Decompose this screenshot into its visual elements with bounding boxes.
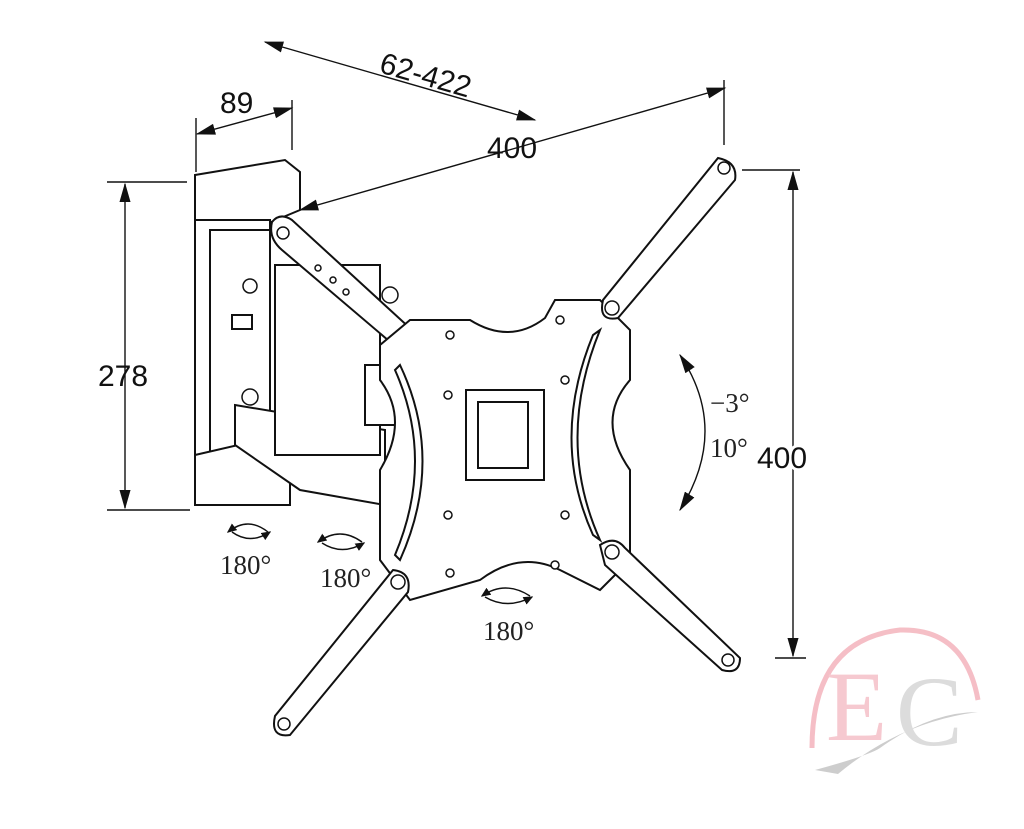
tv-plate [379,299,631,602]
vesa-arm-bottom-right [598,539,742,673]
swivel-plate-label: 180° [483,616,534,646]
tilt-indicator: −3° 10° [679,353,750,512]
extension-label: 62-422 [376,47,475,104]
dimension-depth: 89 [195,87,294,172]
swivel-wall-joint: 180° [220,523,271,580]
dimension-extension: 62-422 [263,41,537,121]
dimension-vesa-horizontal: 400 [298,80,727,211]
vesa-arm-top-right [601,156,737,320]
dimension-height: 278 [98,181,190,511]
logo-letter-e: E [826,651,887,762]
tilt-down-label: 10° [710,433,748,463]
logo-arc [809,627,981,749]
logo-letter-c: C [896,656,963,767]
dimension-vesa-vertical: 400 [742,169,810,659]
height-label: 278 [98,360,148,393]
swivel-wall-label: 180° [220,550,271,580]
upper-arm [270,215,415,354]
vesa-horizontal-label: 400 [487,132,537,165]
vesa-arm-bottom-left [273,568,410,737]
swivel-plate-joint: 180° [480,587,534,646]
depth-label: 89 [220,87,253,120]
ec-logo: E C [809,627,981,774]
logo-swoosh [815,712,978,774]
tilt-up-label: −3° [710,388,750,418]
swivel-arm-joint: 180° [316,533,371,593]
vesa-vertical-label: 400 [757,442,807,475]
swivel-arm-label: 180° [320,563,371,593]
